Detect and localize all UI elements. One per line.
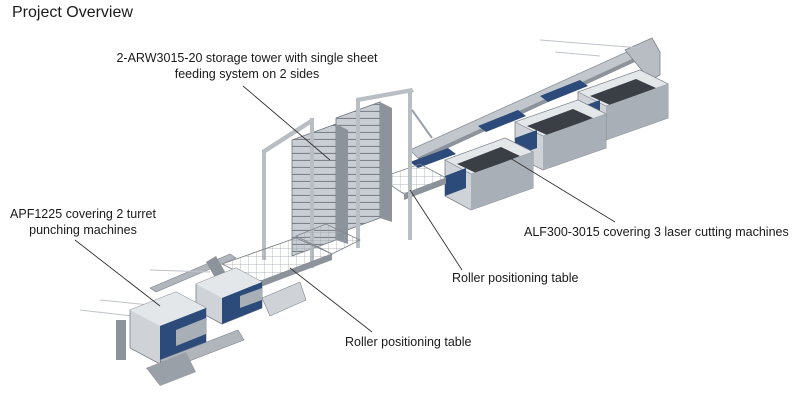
laser-machine-1 (410, 137, 534, 211)
punching-machine-1 (116, 291, 245, 386)
callout-roller-table-lower: Roller positioning table (345, 335, 472, 349)
callout-apf-line1: APF1225 covering 2 turret (10, 207, 156, 221)
leader-roller-upper (409, 189, 463, 271)
roller-table-lower-drawing (220, 223, 361, 288)
roller-table-upper-drawing (379, 163, 447, 200)
callout-alf: ALF300-3015 covering 3 laser cutting mac… (524, 225, 789, 239)
callout-apf: APF1225 covering 2 turret punching machi… (8, 206, 158, 238)
laser-machine-2 (478, 99, 607, 171)
leader-alf (509, 157, 616, 223)
callout-storage-tower: 2-ARW3015-20 storage tower with single s… (112, 50, 382, 82)
punching-machine-2 (195, 267, 307, 325)
overhead-rail (409, 37, 661, 162)
leader-storage-tower (242, 85, 331, 161)
storage-tower-left (262, 118, 348, 268)
callout-storage-tower-line2: feeding system on 2 sides (174, 67, 320, 81)
page-title: Project Overview (12, 4, 133, 21)
callout-storage-tower-line1: 2-ARW3015-20 storage tower with single s… (116, 51, 378, 65)
leader-apf (74, 239, 161, 307)
callout-roller-table-upper: Roller positioning table (452, 271, 579, 285)
leader-lines (74, 85, 616, 333)
callout-apf-line2: punching machines (29, 223, 137, 237)
leader-roller-lower (289, 267, 373, 333)
